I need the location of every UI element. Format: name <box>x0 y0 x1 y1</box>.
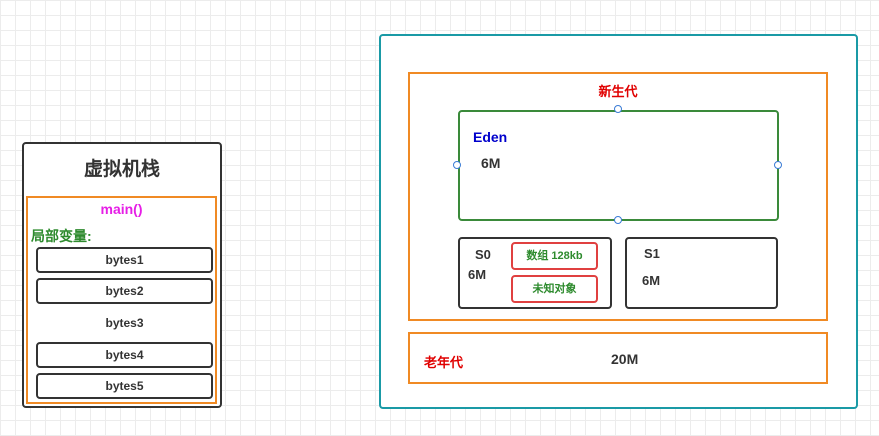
eden-resize-handle-left[interactable] <box>453 161 461 169</box>
object-unknown: 未知对象 <box>532 283 577 295</box>
local-var-box-bytes5 <box>36 373 213 399</box>
survivor-s0-size: 6M <box>468 267 487 282</box>
eden-resize-handle-bottom[interactable] <box>614 216 622 224</box>
young-generation-box <box>408 72 828 321</box>
object-box-unknown <box>511 275 598 303</box>
object-box-array <box>511 242 598 270</box>
eden-box[interactable] <box>458 110 779 221</box>
local-var-bytes5: bytes5 <box>105 379 144 393</box>
stack-frame-box <box>26 196 217 404</box>
old-generation-title: 老年代 <box>424 355 464 370</box>
eden-title: Eden <box>473 129 508 145</box>
survivor-s0-title: S0 <box>475 247 491 262</box>
local-var-bytes3: bytes3 <box>105 316 144 330</box>
locals-label: 局部变量: <box>31 228 92 244</box>
survivor-s1-size: 6M <box>642 273 661 288</box>
local-var-box-bytes2 <box>36 278 213 304</box>
local-var-bytes4: bytes4 <box>105 348 144 362</box>
survivor-s1-title: S1 <box>644 246 660 261</box>
local-var-box-bytes4 <box>36 342 213 368</box>
stack-frame-title: main() <box>100 201 143 217</box>
old-generation-size: 20M <box>611 351 639 367</box>
eden-size: 6M <box>481 155 501 171</box>
eden-resize-handle-top[interactable] <box>614 105 622 113</box>
local-var-box-bytes1 <box>36 247 213 273</box>
object-array-128kb: 数组 128kb <box>526 250 583 262</box>
young-generation-title: 新生代 <box>598 84 638 99</box>
survivor-s1-box <box>625 237 778 309</box>
local-var-bytes1: bytes1 <box>105 253 144 267</box>
eden-resize-handle-right[interactable] <box>774 161 782 169</box>
local-var-bytes2: bytes2 <box>105 284 144 298</box>
vm-stack-title: 虚拟机栈 <box>83 159 160 180</box>
old-generation-box <box>408 332 828 384</box>
